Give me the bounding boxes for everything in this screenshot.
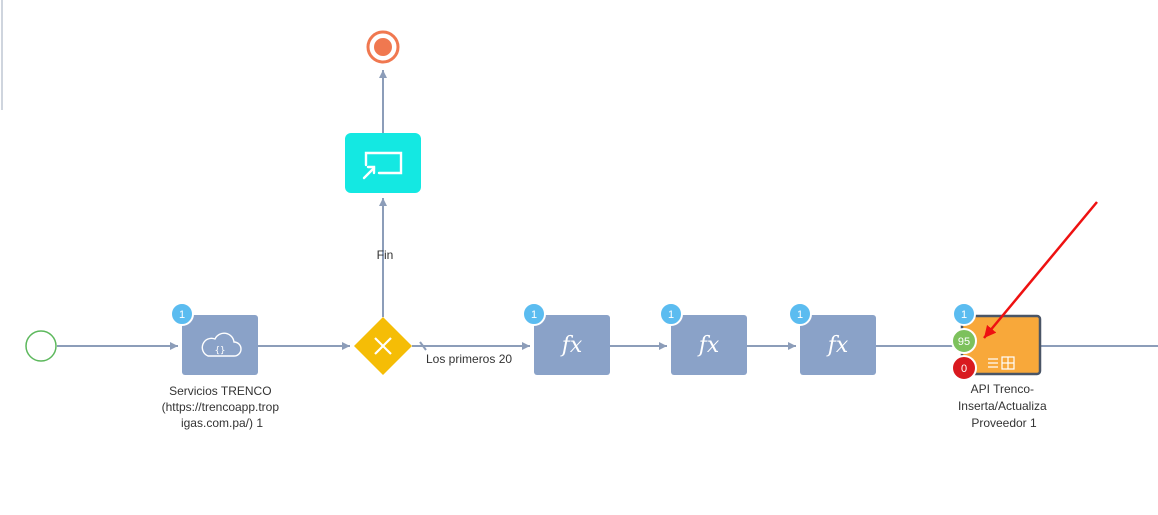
service-task-label-line2: (https://trencoapp.trop: [162, 400, 280, 414]
api-task-badge-count: 1: [961, 309, 967, 321]
success-count-text: 95: [958, 336, 970, 348]
screen-arrow-icon: [362, 151, 403, 180]
api-task-badge: 1: [952, 302, 976, 326]
cloud-code-icon: {}: [201, 332, 242, 357]
list-grid-icon: [988, 356, 1015, 370]
annotation-arrow: [983, 201, 1098, 339]
sequence-flows: [57, 70, 1158, 351]
fx-icon: fx: [826, 333, 849, 358]
service-task-label-line3: igas.com.pa/) 1: [181, 416, 263, 430]
fx-icon: fx: [560, 333, 583, 358]
fx-icon: fx: [697, 333, 720, 358]
exclusive-gateway[interactable]: [354, 317, 412, 375]
service-task-badge: 1: [170, 302, 194, 326]
fx-task-1-badge: 1: [522, 302, 546, 326]
fx-task-3-badge-count: 1: [797, 309, 803, 321]
service-task-badge-count: 1: [179, 309, 185, 321]
fx-task-3[interactable]: fx: [800, 315, 876, 375]
api-task-label: API Trenco- Inserta/Actualiza Proveedor …: [958, 382, 1050, 430]
fx-task-2-badge-count: 1: [668, 309, 674, 321]
service-task-trenco[interactable]: {}: [182, 315, 258, 375]
api-task-label-line1: API Trenco-: [971, 382, 1034, 396]
fx-task-3-badge: 1: [788, 302, 812, 326]
service-task-label: Servicios TRENCO (https://trencoapp.trop…: [162, 384, 283, 430]
api-task-label-line3: Proveedor 1: [971, 416, 1037, 430]
api-task-error-count[interactable]: 0: [951, 355, 977, 381]
subprocess-task[interactable]: [345, 133, 421, 193]
service-task-label-line1: Servicios TRENCO: [169, 384, 271, 398]
start-event[interactable]: [25, 330, 57, 362]
flow-label-fin: Fin: [377, 248, 394, 262]
fx-task-1[interactable]: fx: [534, 315, 610, 375]
default-flow-tick: [419, 341, 427, 351]
fx-task-1-badge-count: 1: [531, 309, 537, 321]
error-count-text: 0: [961, 363, 967, 375]
fx-task-2-badge: 1: [659, 302, 683, 326]
api-task-success-count[interactable]: 95: [951, 328, 977, 354]
fx-task-2[interactable]: fx: [671, 315, 747, 375]
end-event[interactable]: [366, 30, 400, 64]
close-x-icon: [374, 337, 392, 355]
svg-text:{}: {}: [215, 346, 226, 356]
flow-label-first20: Los primeros 20: [426, 352, 512, 366]
api-task-label-line2: Inserta/Actualiza: [958, 399, 1047, 413]
